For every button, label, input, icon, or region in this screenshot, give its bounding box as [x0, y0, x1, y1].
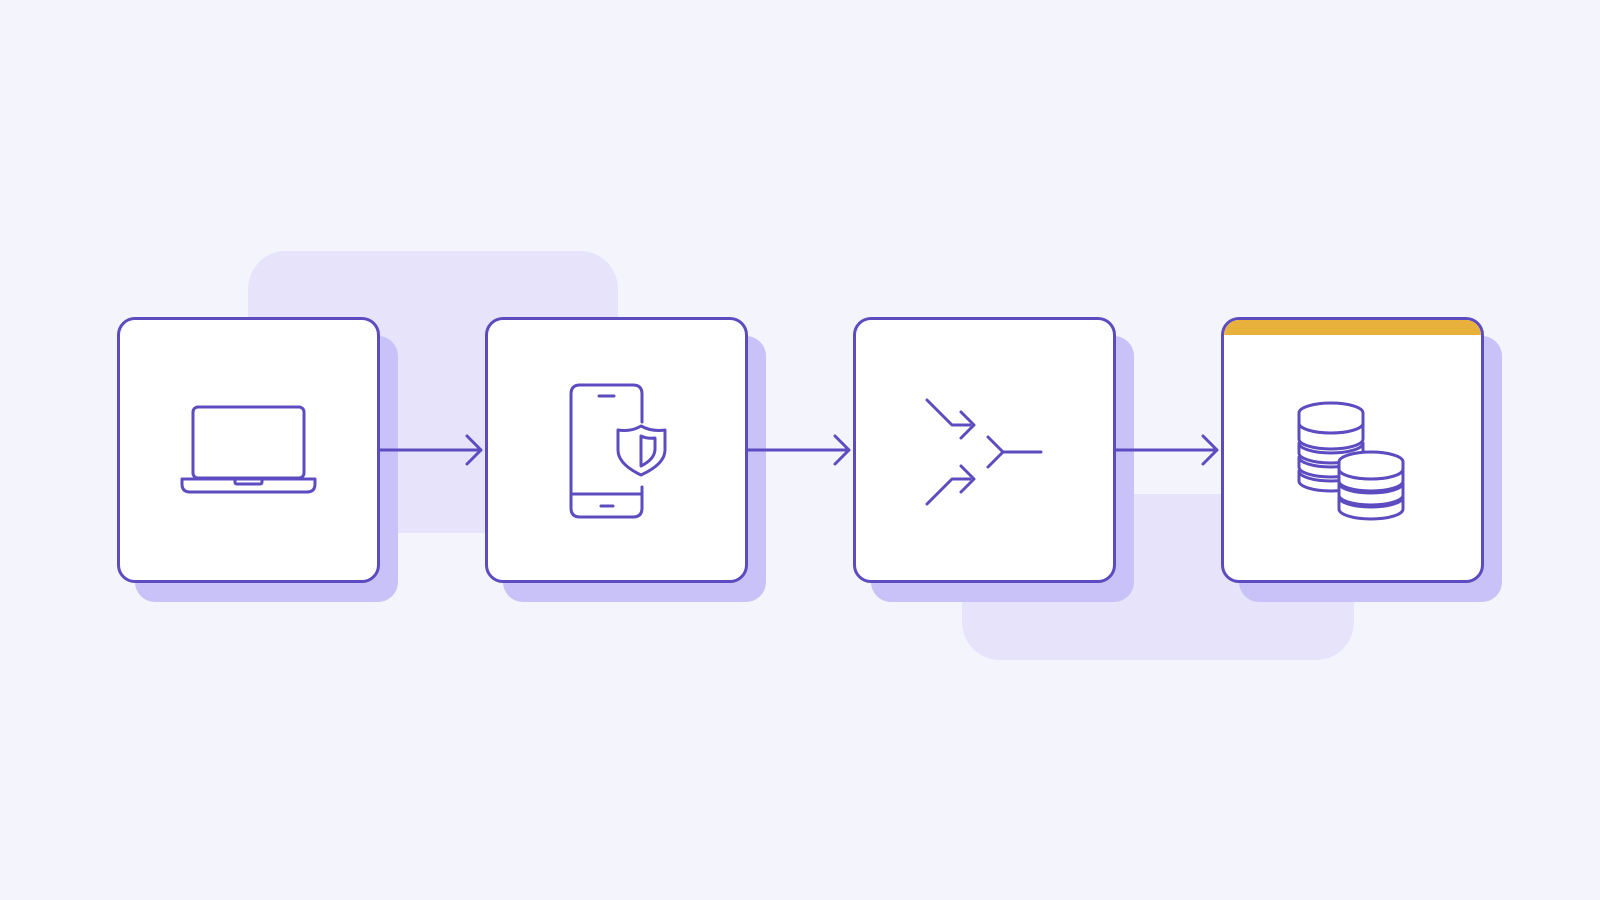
- step-card-merge: [853, 317, 1116, 583]
- laptop-icon: [180, 405, 317, 494]
- step-card-device: [117, 317, 380, 583]
- accent-bar: [1224, 320, 1481, 335]
- phone-shield-icon: [569, 383, 667, 519]
- coin-stacks-icon: [1297, 401, 1405, 521]
- step-card-secure-mobile: [485, 317, 748, 583]
- merge-arrows-icon: [925, 398, 1043, 506]
- step-card-funds: [1221, 317, 1484, 583]
